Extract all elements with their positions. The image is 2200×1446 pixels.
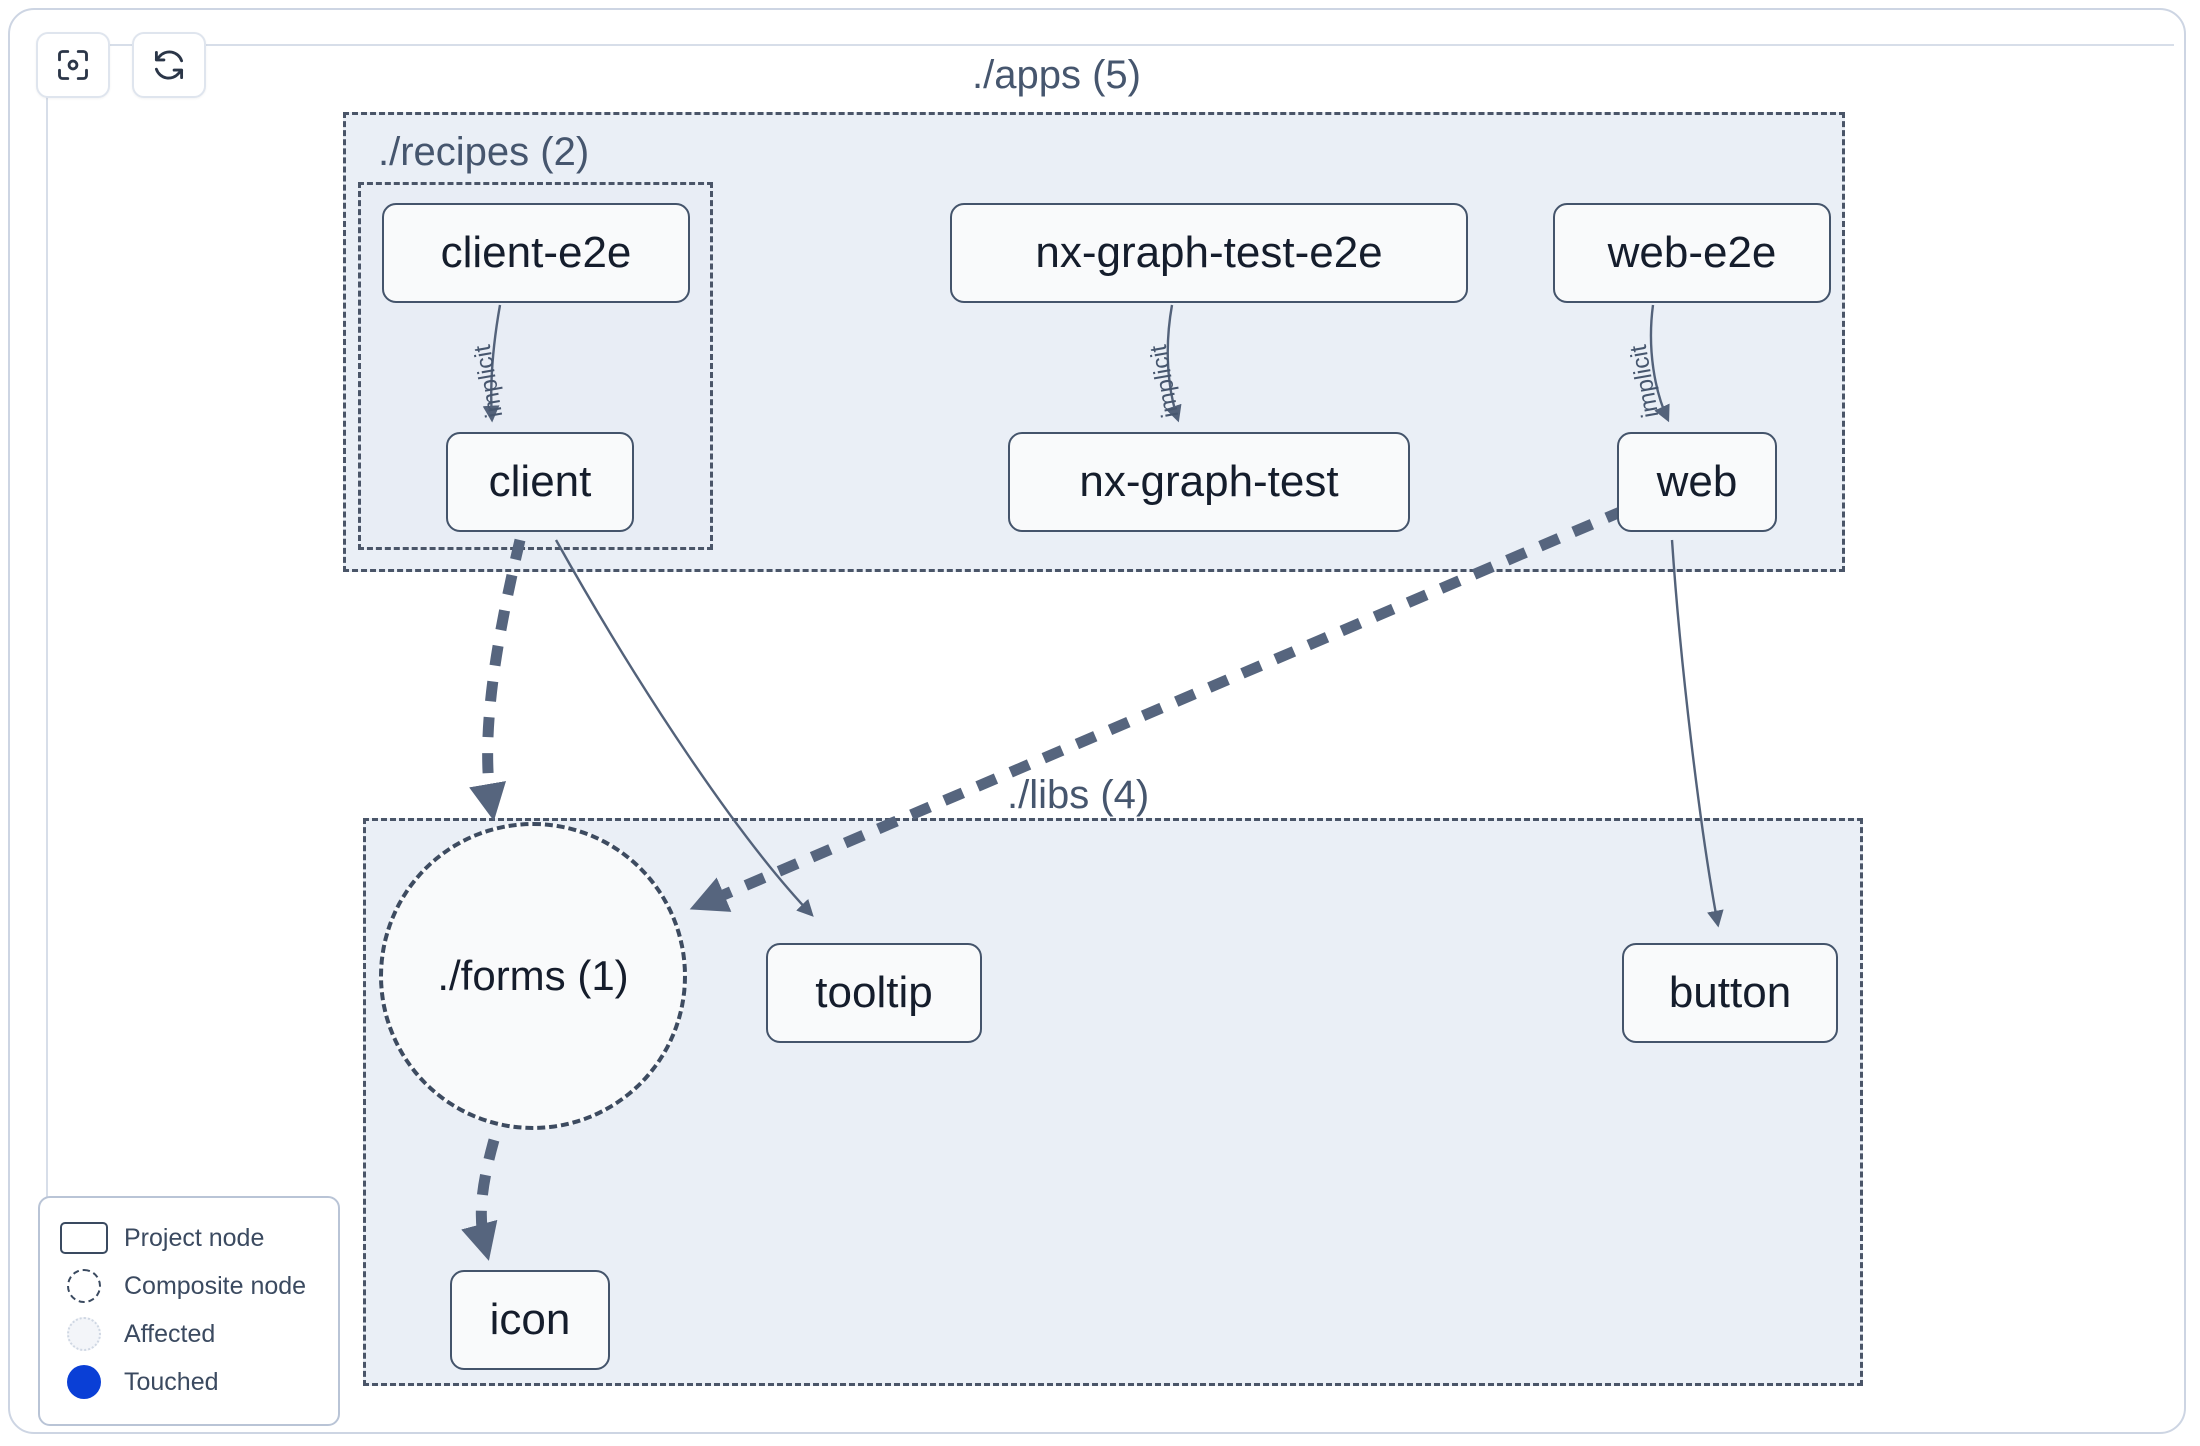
legend-item-affected: Affected <box>60 1310 320 1358</box>
node-label: icon <box>489 1295 571 1344</box>
group-label-libs: ./libs (4) <box>1007 773 1150 817</box>
group-label-recipes: ./recipes (2) <box>378 130 590 174</box>
node-label: web-e2e <box>1607 228 1777 277</box>
node-nx-graph-test-e2e[interactable]: nx-graph-test-e2e <box>950 203 1468 303</box>
legend-label: Composite node <box>124 1271 307 1300</box>
node-label: client-e2e <box>440 228 632 277</box>
node-web-e2e[interactable]: web-e2e <box>1553 203 1831 303</box>
project-node-swatch-icon <box>60 1222 108 1254</box>
group-label-apps: ./apps (5) <box>972 53 1141 97</box>
legend-label: Project node <box>124 1223 265 1252</box>
node-nx-graph-test[interactable]: nx-graph-test <box>1008 432 1410 532</box>
node-web[interactable]: web <box>1617 432 1777 532</box>
refresh-icon <box>151 47 187 83</box>
node-label: tooltip <box>815 968 933 1017</box>
node-forms-composite[interactable]: ./forms (1) <box>379 822 687 1130</box>
graph-legend: Project node Composite node Affected Tou… <box>38 1196 340 1426</box>
node-label: nx-graph-test-e2e <box>1035 228 1383 277</box>
legend-item-composite-node: Composite node <box>60 1262 320 1310</box>
legend-item-project-node: Project node <box>60 1214 320 1262</box>
node-client[interactable]: client <box>446 432 634 532</box>
viewfinder-icon <box>55 47 91 83</box>
node-label: ./forms (1) <box>437 952 629 999</box>
node-button[interactable]: button <box>1622 943 1838 1043</box>
node-tooltip[interactable]: tooltip <box>766 943 982 1043</box>
touched-swatch-icon <box>60 1365 108 1399</box>
node-label: web <box>1656 457 1738 506</box>
refresh-graph-button[interactable] <box>132 32 206 98</box>
node-label: nx-graph-test <box>1079 457 1339 506</box>
node-label: client <box>488 457 592 506</box>
graph-toolbar <box>36 32 206 98</box>
legend-label: Touched <box>124 1367 219 1396</box>
node-client-e2e[interactable]: client-e2e <box>382 203 690 303</box>
legend-label: Affected <box>124 1319 216 1348</box>
legend-item-touched: Touched <box>60 1358 320 1406</box>
node-label: button <box>1668 968 1792 1017</box>
focus-graph-button[interactable] <box>36 32 110 98</box>
affected-swatch-icon <box>60 1317 108 1351</box>
node-icon[interactable]: icon <box>450 1270 610 1370</box>
composite-node-swatch-icon <box>60 1269 108 1303</box>
